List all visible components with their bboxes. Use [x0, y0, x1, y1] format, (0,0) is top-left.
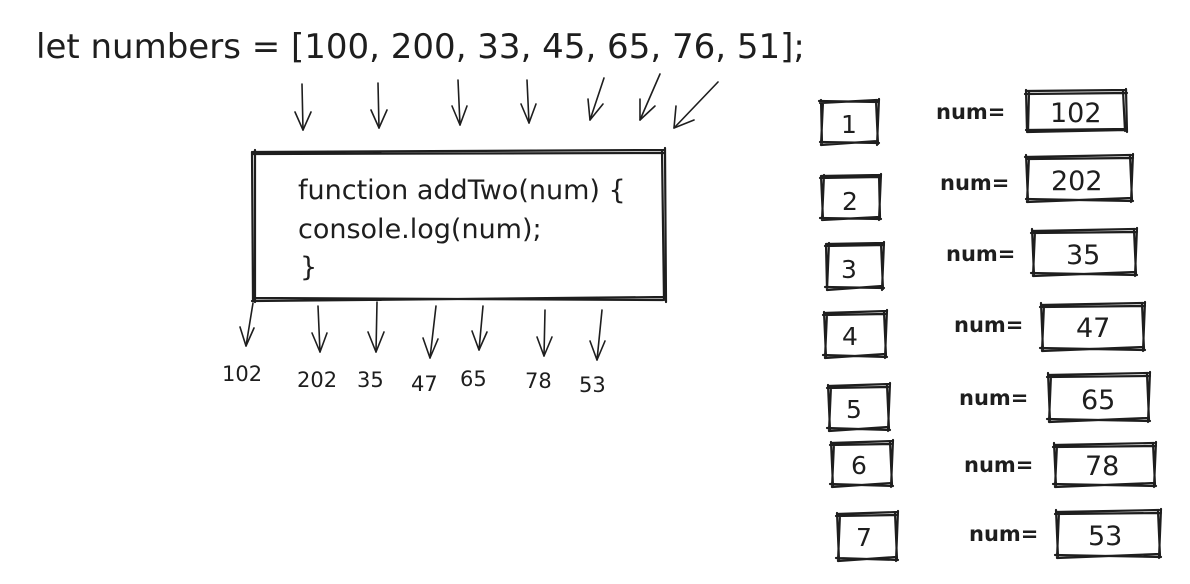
index-box: [823, 240, 886, 292]
iteration-index: 1: [841, 110, 857, 139]
value-box: [1038, 300, 1147, 353]
output-value: 35: [357, 368, 384, 392]
iteration-label: num=: [954, 313, 1023, 337]
output-value: 53: [579, 373, 606, 397]
output-values: 102 202 35 47 65 78 53: [222, 362, 606, 397]
output-arrow: [367, 301, 385, 353]
index-box: [821, 308, 889, 360]
iteration-rows: 1 num= 102 2 num= 202 3 num= 35 4 num= 4…: [817, 87, 1163, 563]
input-arrow: [294, 83, 312, 131]
output-value: 65: [460, 367, 487, 391]
value-box: [1023, 152, 1135, 204]
iteration-row-1: 1 num= 102: [817, 87, 1129, 147]
output-arrow: [536, 309, 553, 357]
index-box: [834, 509, 900, 563]
iteration-value: 202: [1051, 166, 1103, 197]
input-arrow: [639, 73, 661, 121]
function-line-2: console.log(num);: [298, 214, 542, 245]
input-arrow: [520, 79, 537, 124]
iteration-row-5: 5 num= 65: [825, 370, 1152, 433]
output-value: 102: [222, 362, 262, 386]
iteration-row-7: 7 num= 53: [834, 507, 1163, 563]
index-box: [828, 438, 895, 489]
iteration-value: 47: [1076, 313, 1110, 344]
value-box: [1045, 370, 1152, 424]
iteration-row-4: 4 num= 47: [821, 300, 1147, 360]
value-box: [1029, 226, 1139, 278]
input-arrow: [673, 81, 719, 129]
iteration-label: num=: [959, 386, 1028, 410]
index-box: [825, 381, 892, 433]
output-arrow: [471, 305, 488, 351]
output-arrow: [239, 302, 255, 347]
iteration-value: 102: [1050, 98, 1102, 129]
function-line-1: function addTwo(num) {: [298, 175, 626, 206]
iteration-index: 7: [856, 523, 872, 552]
function-box: function addTwo(num) { console.log(num);…: [250, 146, 668, 304]
input-arrow: [370, 82, 388, 129]
output-arrow: [311, 305, 328, 353]
iteration-value: 65: [1081, 385, 1115, 416]
output-arrow: [422, 305, 439, 359]
iteration-value: 35: [1066, 240, 1100, 271]
iteration-row-2: 2 num= 202: [818, 152, 1135, 222]
header-code-line: let numbers = [100, 200, 33, 45, 65, 76,…: [36, 27, 805, 67]
input-arrow: [587, 77, 605, 121]
output-value: 202: [297, 368, 337, 392]
input-arrows: [294, 73, 719, 131]
iteration-index: 2: [842, 187, 858, 216]
iteration-index: 6: [851, 451, 867, 480]
index-box: [818, 172, 883, 222]
input-arrow: [451, 79, 468, 126]
output-value: 78: [525, 369, 552, 393]
iteration-index: 5: [846, 395, 862, 424]
output-arrow: [589, 309, 606, 361]
value-box: [1053, 507, 1163, 560]
output-arrows: [239, 301, 606, 361]
iteration-index: 4: [842, 322, 858, 351]
iteration-value: 53: [1088, 521, 1122, 552]
iteration-row-3: 3 num= 35: [823, 226, 1139, 292]
iteration-index: 3: [841, 255, 857, 284]
iteration-label: num=: [964, 453, 1033, 477]
function-line-3: }: [300, 252, 317, 283]
iteration-label: num=: [940, 171, 1009, 195]
iteration-label: num=: [946, 242, 1015, 266]
iteration-value: 78: [1085, 451, 1119, 482]
output-value: 47: [411, 372, 438, 396]
index-box: [817, 97, 881, 147]
iteration-label: num=: [969, 522, 1038, 546]
iteration-row-6: 6 num= 78: [828, 438, 1158, 489]
iteration-label: num=: [936, 100, 1005, 124]
value-box: [1051, 440, 1158, 489]
value-box: [1023, 87, 1129, 134]
